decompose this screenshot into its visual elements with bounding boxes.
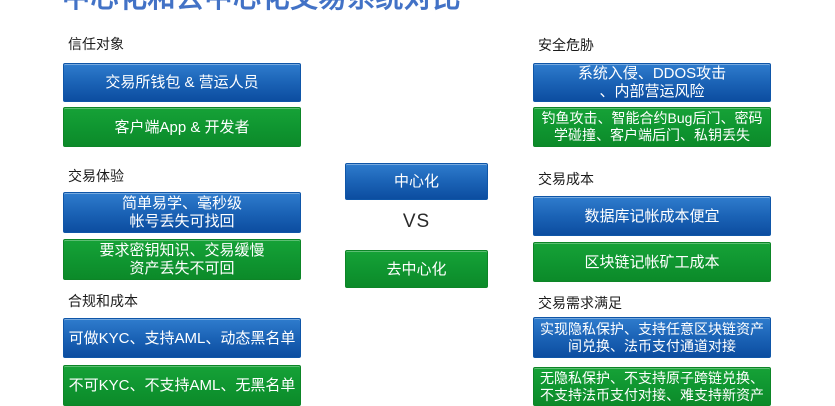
box-demand-decentralized: 无隐私保护、不支持原子跨链兑换、 不支持法币支付对接、难支持新资产: [533, 367, 771, 406]
section-header-trust: 信任对象: [68, 36, 124, 52]
slide-title: 中心化和去中心化交易系统对比: [62, 0, 461, 12]
box-compliance-decentralized: 不可KYC、不支持AML、无黑名单: [63, 365, 301, 406]
decentralized-box: 去中心化: [345, 250, 488, 288]
box-trust-decentralized: 客户端App & 开发者: [63, 107, 301, 147]
box-demand-centralized: 实现隐私保护、支持任意区块链资产 间兑换、法币支付通道对接: [533, 317, 771, 358]
box-trust-centralized: 交易所钱包 & 营运人员: [63, 63, 301, 102]
box-compliance-centralized: 可做KYC、支持AML、动态黑名单: [63, 318, 301, 358]
box-experience-centralized: 简单易学、毫秒级 帐号丢失可找回: [63, 192, 301, 233]
vs-label: VS: [402, 211, 431, 232]
section-header-demand: 交易需求满足: [538, 295, 622, 311]
box-experience-decentralized: 要求密钥知识、交易缓慢 资产丢失不可回: [63, 239, 301, 280]
section-header-compliance: 合规和成本: [68, 293, 138, 309]
section-header-experience: 交易体验: [68, 168, 124, 184]
section-header-security: 安全危胁: [538, 37, 594, 53]
box-cost-centralized: 数据库记帐成本便宜: [533, 196, 771, 236]
centralized-box: 中心化: [345, 163, 488, 200]
box-cost-decentralized: 区块链记帐矿工成本: [533, 242, 771, 282]
box-security-centralized: 系统入侵、DDOS攻击 、内部营运风险: [533, 63, 771, 102]
box-security-decentralized: 钓鱼攻击、智能合约Bug后门、密码 学碰撞、客户端后门、私钥丢失: [533, 107, 771, 147]
section-header-cost: 交易成本: [538, 171, 594, 187]
